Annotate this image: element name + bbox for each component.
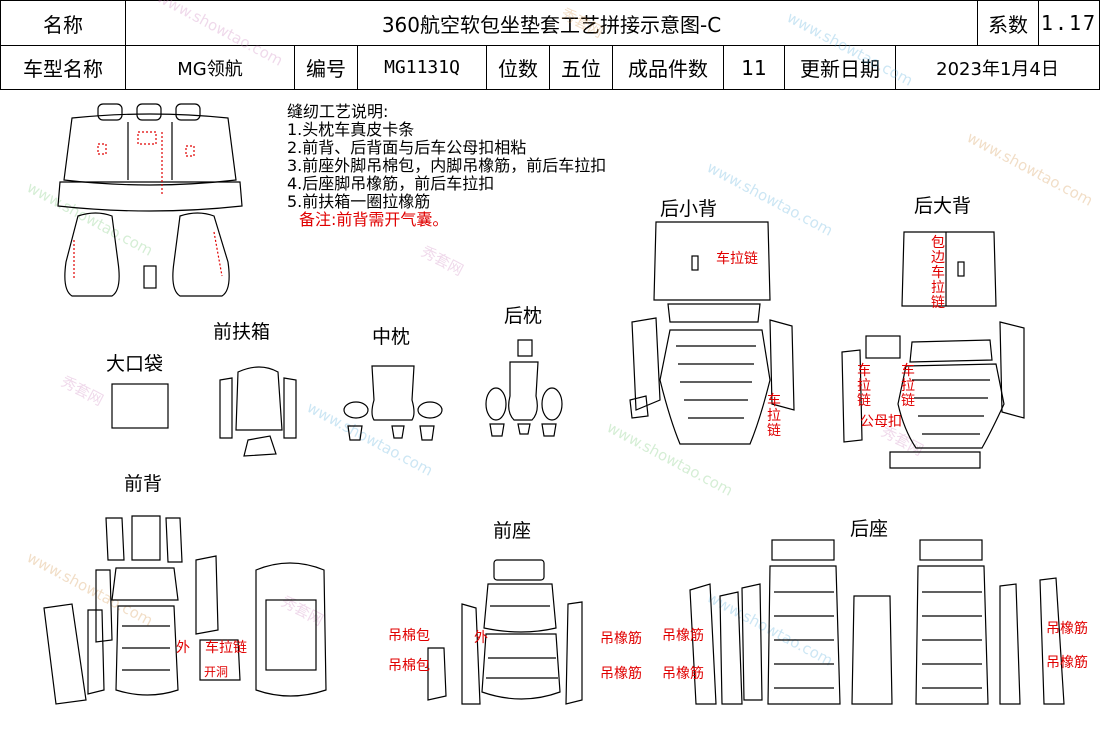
notes-item: 2.前背、后背面与后车公母扣相粘 <box>287 138 527 157</box>
rear-bench-overview <box>57 103 243 212</box>
label-big-pocket: 大口袋 <box>106 353 164 375</box>
annotation-male-female: 公母扣 <box>860 414 902 430</box>
annotation-open-hole: 开洞 <box>204 665 229 679</box>
document-title: 360航空软包坐垫套工艺拼接示意图-C <box>125 0 978 46</box>
annotation-rubber-band: 吊橡筋 <box>600 666 642 682</box>
model-value: MG领航 <box>125 45 295 90</box>
label-rear-big-back: 后大背 <box>914 195 972 217</box>
front-seats-overview <box>64 212 230 297</box>
date-label: 更新日期 <box>784 45 896 90</box>
label-front-seat: 前座 <box>493 520 532 542</box>
annotation-zipper: 车拉链 <box>901 363 915 409</box>
label-front-back: 前背 <box>124 473 163 495</box>
sewing-notes: 缝纫工艺说明: 1.头枕车真皮卡条 2.前背、后背面与后车公母扣相粘 3.前座外… <box>287 103 606 229</box>
annotation-rubber-band: 吊橡筋 <box>1046 655 1088 671</box>
annotation-rubber-band: 吊橡筋 <box>662 628 704 644</box>
coef-value: 1.17 <box>1038 0 1100 46</box>
middle-pillow-shapes <box>343 365 443 441</box>
annotation-zipper: 车拉链 <box>205 640 247 656</box>
pieces-value: 11 <box>723 45 785 90</box>
rear-big-back-shapes <box>841 231 1025 469</box>
label-middle-pillow: 中枕 <box>372 326 411 348</box>
code-label: 编号 <box>294 45 358 90</box>
label-rear-small-back: 后小背 <box>660 198 718 220</box>
front-back-shapes <box>43 515 327 705</box>
annotation-rubber-band: 吊橡筋 <box>600 631 642 647</box>
annotation-zipper: 车拉链 <box>767 393 781 439</box>
annotation-zipper: 车拉链 <box>857 363 871 409</box>
model-label: 车型名称 <box>0 45 126 90</box>
annotation-cotton-bag: 吊棉包 <box>388 628 430 644</box>
annotation-outer: 外 <box>474 630 488 646</box>
notes-item: 4.后座脚吊橡筋，前后车拉扣 <box>287 174 495 193</box>
big-pocket-shape <box>111 383 169 429</box>
front-seat-shapes <box>427 559 583 705</box>
label-front-armrest: 前扶箱 <box>213 321 271 343</box>
rear-seat-shapes <box>689 539 1065 705</box>
seats-value: 五位 <box>549 45 613 90</box>
annotation-outer: 外 <box>176 640 190 656</box>
date-value: 2023年1月4日 <box>895 45 1100 90</box>
notes-item: 5.前扶箱一圈拉橡筋 <box>287 192 431 211</box>
code-value: MG1131Q <box>357 45 487 90</box>
label-rear-pillow: 后枕 <box>504 305 543 327</box>
notes-title: 缝纫工艺说明: <box>287 102 389 121</box>
rear-small-back-shapes <box>629 221 795 445</box>
annotation-rubber-band: 吊橡筋 <box>1046 621 1088 637</box>
annotation-zipper: 车拉链 <box>716 251 758 267</box>
annotation-cotton-bag: 吊棉包 <box>388 658 430 674</box>
pieces-label: 成品件数 <box>612 45 724 90</box>
notes-remark: 备注:前背需开气囊。 <box>299 210 449 229</box>
annotation-edge-zipper: 包边车拉链 <box>931 235 945 311</box>
coef-label: 系数 <box>977 0 1039 46</box>
notes-item: 1.头枕车真皮卡条 <box>287 120 415 139</box>
name-label: 名称 <box>0 0 126 46</box>
notes-item: 3.前座外脚吊棉包，内脚吊橡筋，前后车拉扣 <box>287 156 607 175</box>
pattern-drawings <box>43 103 1065 705</box>
rear-pillow-shapes <box>485 339 563 437</box>
annotation-rubber-band: 吊橡筋 <box>662 666 704 682</box>
label-rear-seat: 后座 <box>850 518 889 540</box>
header-table: 名称 360航空软包坐垫套工艺拼接示意图-C 系数 1.17 车型名称 MG领航… <box>0 0 1100 90</box>
front-armrest-shapes <box>219 366 297 457</box>
seats-label: 位数 <box>486 45 550 90</box>
